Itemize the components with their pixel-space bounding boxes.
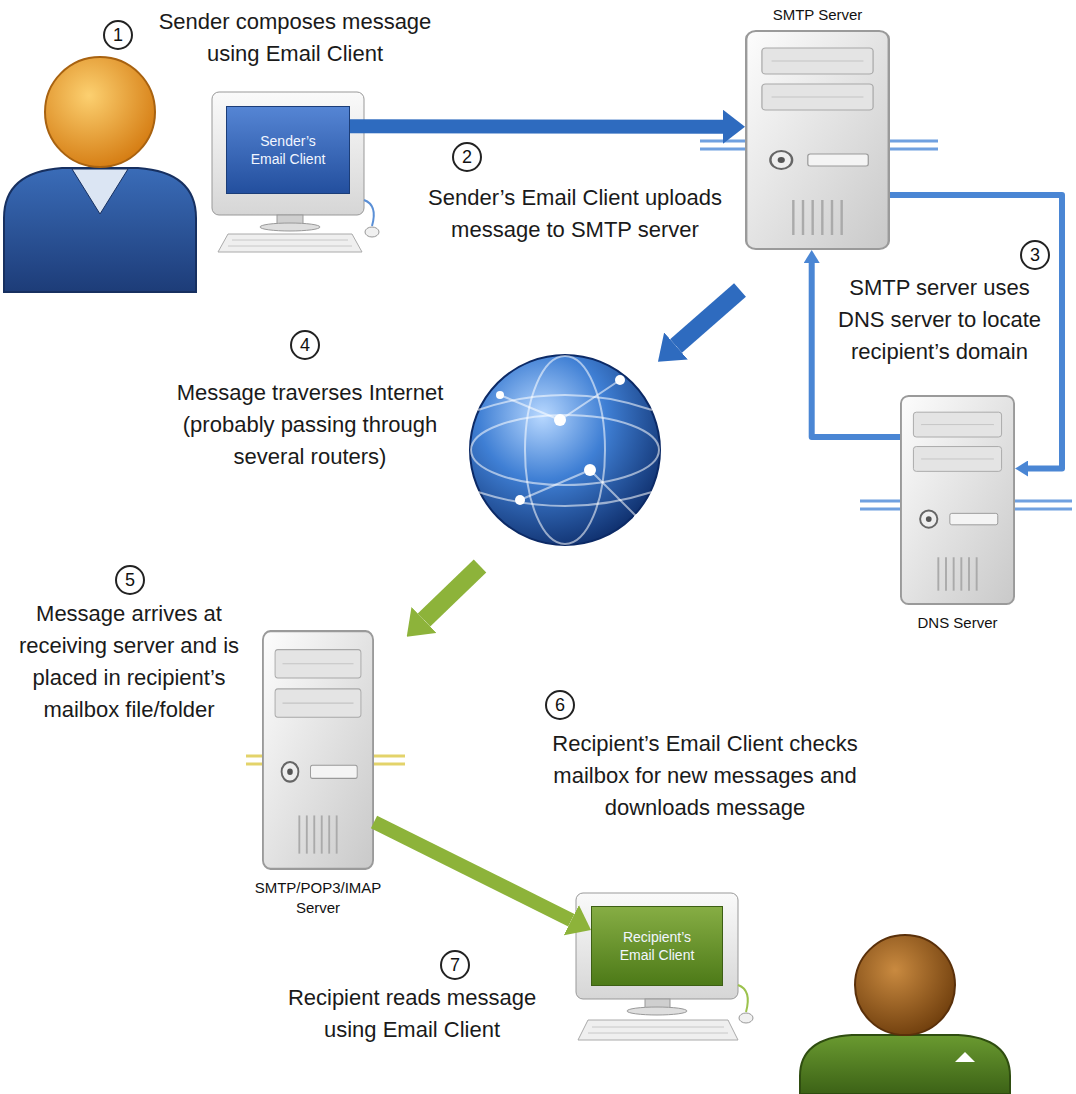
callout-number-text: 3 xyxy=(1030,246,1040,264)
smtp-server-illustration xyxy=(700,31,938,249)
callout-number-text: 2 xyxy=(462,148,472,166)
callout-number-text: 7 xyxy=(450,956,460,974)
internet-globe xyxy=(470,355,660,545)
step-description: Sender composes message using Email Clie… xyxy=(140,6,450,70)
flow-arrow xyxy=(676,290,740,346)
server: DNS Server xyxy=(900,395,1015,605)
callout-number: 3 xyxy=(1020,240,1050,270)
flow-arrow xyxy=(374,822,571,920)
callout-number: 5 xyxy=(115,565,145,595)
step-description: Recipient reads message using Email Clie… xyxy=(262,982,562,1046)
email-client-screen: Sender’s Email Client xyxy=(226,106,350,194)
callout-number: 1 xyxy=(103,20,133,50)
recipient-person xyxy=(800,935,1010,1094)
callout-number-text: 1 xyxy=(113,26,123,44)
server-label: SMTP/POP3/IMAP Server xyxy=(243,878,393,917)
server: SMTP/POP3/IMAP Server xyxy=(262,630,374,870)
step-description: SMTP server uses DNS server to locate re… xyxy=(832,272,1047,368)
callout-number-text: 4 xyxy=(300,336,310,354)
sender-computer xyxy=(212,92,379,252)
recipient-computer xyxy=(576,893,753,1040)
dns-server-illustration xyxy=(860,396,1072,604)
screen-text: Sender’s Email Client xyxy=(248,132,328,168)
server: SMTP Server xyxy=(745,30,890,250)
screen-text: Recipient’s Email Client xyxy=(617,928,697,964)
step-description: Recipient’s Email Client checks mailbox … xyxy=(525,728,885,824)
server-label: SMTP Server xyxy=(738,5,898,25)
callout-number: 4 xyxy=(290,330,320,360)
callout-number: 7 xyxy=(440,950,470,980)
flow-arrow xyxy=(424,566,480,620)
step-description: Sender’s Email Client uploads message to… xyxy=(405,182,745,246)
step-description: Message traverses Internet (probably pas… xyxy=(160,377,460,473)
callout-number: 2 xyxy=(452,142,482,172)
server-label: DNS Server xyxy=(878,613,1038,633)
step-description: Message arrives at receiving server and … xyxy=(8,598,250,726)
sender-person xyxy=(4,57,196,292)
callout-number-text: 6 xyxy=(555,696,565,714)
flow-arrow xyxy=(350,119,723,134)
callout-number-text: 5 xyxy=(125,571,135,589)
callout-number: 6 xyxy=(545,690,575,720)
email-client-screen: Recipient’s Email Client xyxy=(591,906,723,986)
